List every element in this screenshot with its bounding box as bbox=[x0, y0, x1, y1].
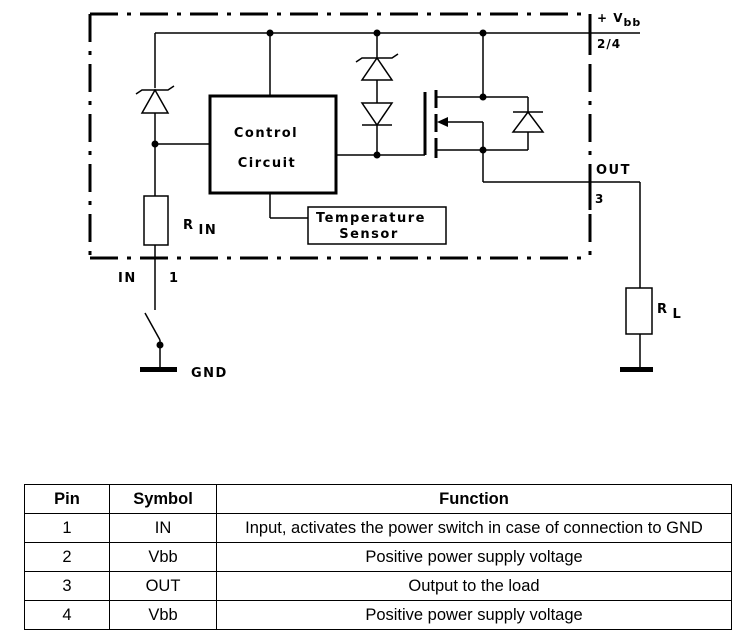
header-pin: Pin bbox=[24, 484, 110, 514]
zener-diode-left bbox=[135, 85, 175, 114]
pin-vbb-label: 2/4 bbox=[597, 37, 621, 51]
gnd-label: GND bbox=[191, 366, 228, 381]
temperature-label-1: Temperature bbox=[316, 211, 426, 226]
temperature-label-2: Sensor bbox=[339, 227, 399, 242]
cell-function: Positive power supply voltage bbox=[216, 600, 732, 630]
cell-function: Input, activates the power switch in cas… bbox=[216, 513, 732, 543]
table-row: 3 OUT Output to the load bbox=[24, 571, 732, 601]
out-label: OUT bbox=[596, 163, 631, 178]
junction-dots bbox=[151, 29, 487, 349]
rl-subscript: L bbox=[673, 307, 683, 322]
pin-out-label: 3 bbox=[595, 192, 604, 206]
in-label: IN bbox=[118, 271, 137, 286]
control-label-2: Circuit bbox=[238, 156, 297, 171]
pin-tabs bbox=[147, 30, 592, 260]
wiring bbox=[144, 32, 641, 367]
temperature-sensor-block bbox=[307, 206, 447, 245]
cell-pin: 4 bbox=[24, 600, 110, 630]
rin-r-text: R bbox=[183, 218, 195, 233]
table-row: 4 Vbb Positive power supply voltage bbox=[24, 600, 732, 630]
cell-symbol: Vbb bbox=[109, 542, 217, 572]
package-outline bbox=[88, 12, 592, 260]
cell-pin: 2 bbox=[24, 542, 110, 572]
pin-function-table: Pin Symbol Function 1 IN Input, activate… bbox=[24, 484, 732, 630]
rin-subscript: IN bbox=[199, 223, 218, 238]
cell-function: Positive power supply voltage bbox=[216, 542, 732, 572]
mosfet-symbol bbox=[423, 90, 438, 158]
ground-symbol-in bbox=[140, 367, 177, 372]
zener-diode-upper bbox=[355, 53, 399, 81]
resistor-rl bbox=[625, 287, 653, 335]
circuit-schematic: Control Circuit Temperature Sensor + Vbb… bbox=[88, 11, 682, 381]
control-label-1: Control bbox=[234, 126, 298, 141]
rin-label: R IN bbox=[183, 218, 217, 238]
cell-function: Output to the load bbox=[216, 571, 732, 601]
table-header-row: Pin Symbol Function bbox=[24, 484, 732, 514]
table-row: 2 Vbb Positive power supply voltage bbox=[24, 542, 732, 572]
cell-symbol: OUT bbox=[109, 571, 217, 601]
control-circuit-block bbox=[208, 94, 338, 195]
diode-lower bbox=[360, 102, 394, 127]
body-diode bbox=[511, 110, 545, 133]
rl-r-text: R bbox=[657, 302, 669, 317]
vbb-subscript: bb bbox=[624, 16, 642, 29]
resistor-rin bbox=[143, 195, 169, 246]
cell-symbol: Vbb bbox=[109, 600, 217, 630]
header-symbol: Symbol bbox=[109, 484, 217, 514]
vbb-plus-text: + V bbox=[597, 11, 624, 25]
header-function: Function bbox=[216, 484, 732, 514]
cell-pin: 1 bbox=[24, 513, 110, 543]
vbb-label: + Vbb bbox=[597, 11, 641, 29]
pin-in-label: 1 bbox=[169, 271, 180, 286]
ground-symbol-load bbox=[620, 367, 653, 372]
cell-pin: 3 bbox=[24, 571, 110, 601]
cell-symbol: IN bbox=[109, 513, 217, 543]
mosfet-arrow bbox=[437, 117, 448, 127]
table-row: 1 IN Input, activates the power switch i… bbox=[24, 513, 732, 543]
